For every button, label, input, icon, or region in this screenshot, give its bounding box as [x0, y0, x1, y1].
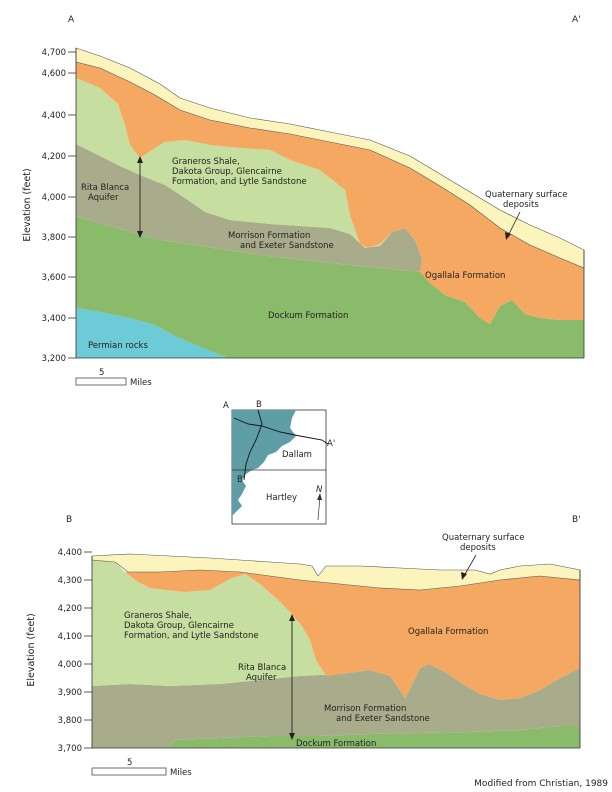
locator-map: A B A' B' Dallam Hartley N [223, 400, 335, 525]
scale-value: 5 [99, 368, 104, 378]
label-morrison-b-line1: Morrison Formation [324, 704, 406, 714]
unit-permian-rocks [76, 308, 228, 358]
label-quaternary-line1: Quaternary surface [485, 190, 567, 200]
label-morrison-line2: and Exeter Sandstone [240, 241, 334, 251]
label-quaternary-b-line2: deposits [460, 543, 496, 553]
tick-label: 4,700 [42, 48, 66, 58]
tick-label: 4,100 [58, 632, 82, 642]
label-ogallala-b: Ogallala Formation [408, 627, 488, 637]
section-b-axis-title: Elevation (feet) [26, 613, 37, 686]
label-aquifer-line1: Rita Blanca [81, 183, 129, 193]
tick-label: 3,600 [42, 273, 66, 283]
section-a-axis-title: Elevation (feet) [22, 168, 33, 241]
unit-morrison-exeter-b [92, 664, 580, 748]
north-label: N [316, 485, 323, 495]
scale-unit: Miles [130, 378, 152, 388]
label-aquifer-line2: Aquifer [88, 193, 119, 203]
label-ogallala: Ogallala Formation [425, 271, 505, 281]
label-graneros-line2: Dakota Group, Glencairne [172, 167, 282, 177]
unit-quaternary-surface-b [91, 553, 581, 591]
label-dockum-b: Dockum Formation [296, 739, 376, 749]
label-aquifer-b-line2: Aquifer [246, 673, 277, 683]
map-label-b: B [256, 400, 262, 410]
section-a-end-label: A' [572, 15, 581, 25]
section-b-start-label: B [66, 515, 72, 525]
cross-section-b: B B' 4,400 4,300 4,200 4,100 4,000 3,900… [26, 515, 581, 778]
map-label-b-prime: B' [237, 475, 245, 485]
source-credit: Modified from Christian, 1989 [474, 779, 608, 789]
unit-graneros-dakota [76, 78, 405, 248]
label-graneros-line1: Graneros Shale, [172, 157, 240, 167]
label-morrison-b-line2: and Exeter Sandstone [336, 714, 430, 724]
tick-label: 3,200 [42, 354, 66, 364]
section-b-end-label: B' [572, 515, 581, 525]
tick-label: 4,400 [42, 111, 66, 121]
cross-section-a: A A' 4,700 4,600 4,400 4,200 4 [22, 15, 585, 388]
unit-dockum-formation-b [168, 726, 580, 748]
tick-label: 4,400 [58, 548, 82, 558]
label-aquifer-b-line1: Rita Blanca [238, 663, 286, 673]
north-arrow-icon: N [316, 485, 323, 521]
label-graneros-b-line1: Graneros Shale, [124, 611, 192, 621]
label-graneros-b-line3: Formation, and Lytle Sandstone [124, 631, 259, 641]
tick-label: 4,300 [58, 576, 82, 586]
section-b-y-axis: 4,400 4,300 4,200 4,100 4,000 3,900 3,80… [26, 548, 92, 754]
tick-label: 3,400 [42, 314, 66, 324]
label-morrison-line1: Morrison Formation [228, 231, 310, 241]
label-permian: Permian rocks [88, 341, 148, 351]
label-graneros-b-line2: Dakota Group, Glencairne [124, 621, 234, 631]
scale-value-b: 5 [127, 758, 132, 768]
section-a-start-label: A [68, 15, 75, 25]
label-graneros-line3: Formation, and Lytle Sandstone [172, 177, 307, 187]
tick-label: 4,000 [42, 193, 66, 203]
tick-label: 3,800 [42, 233, 66, 243]
scale-unit-b: Miles [170, 768, 192, 778]
tick-label: 4,200 [42, 152, 66, 162]
label-dockum: Dockum Formation [268, 311, 348, 321]
map-label-a-prime: A' [327, 439, 335, 449]
unit-ogallala [76, 62, 584, 324]
unit-dockum-formation [76, 216, 584, 358]
label-quaternary-b-line1: Quaternary surface [442, 533, 524, 543]
tick-label: 3,800 [58, 716, 82, 726]
tick-label: 3,700 [58, 744, 82, 754]
map-aquifer-area [232, 410, 296, 516]
aquifer-thickness-arrow [137, 156, 143, 238]
unit-ogallala-b [125, 570, 580, 700]
unit-graneros-dakota-b [92, 560, 340, 686]
tick-label: 3,900 [58, 688, 82, 698]
section-a-scale-bar: 5 Miles [75, 368, 152, 388]
tick-label: 4,600 [42, 69, 66, 79]
tick-label: 4,200 [58, 604, 82, 614]
map-county-hartley: Hartley [266, 493, 297, 503]
section-a-y-axis: 4,700 4,600 4,400 4,200 4,000 3,800 3,60… [22, 48, 76, 364]
label-quaternary-line2: deposits [503, 200, 539, 210]
map-county-dallam: Dallam [282, 450, 312, 460]
section-b-scale-bar: 5 Miles [91, 758, 192, 778]
tick-label: 4,000 [58, 660, 82, 670]
aquifer-thickness-arrow-b [289, 614, 295, 740]
unit-morrison-exeter [76, 144, 422, 272]
map-label-a: A [223, 401, 229, 411]
